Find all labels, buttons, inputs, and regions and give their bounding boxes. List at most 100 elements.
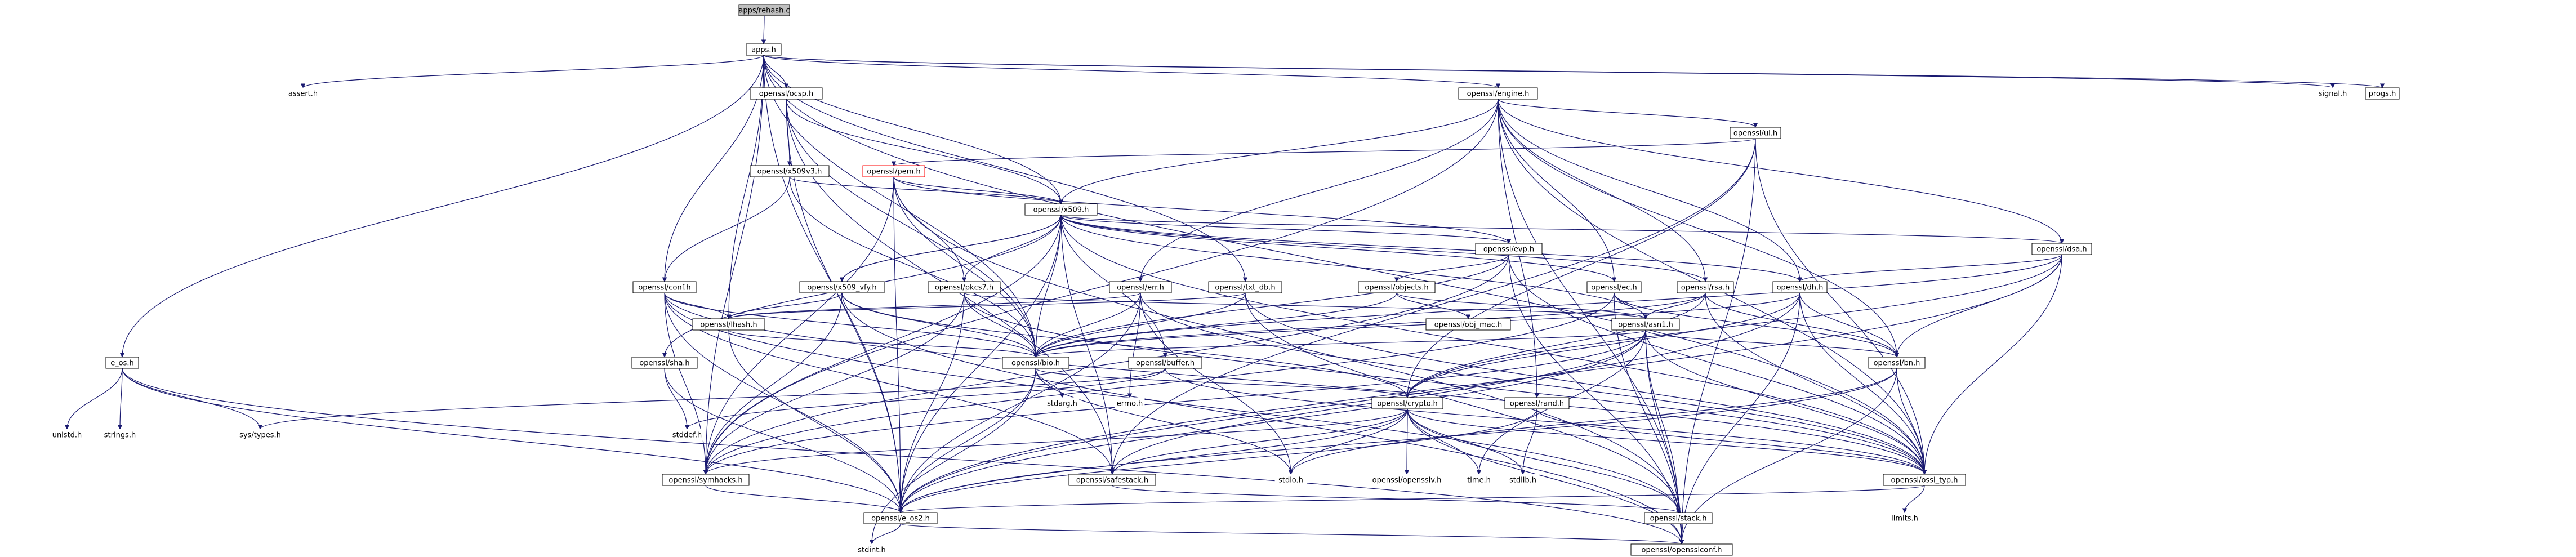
node-stdint: stdint.h	[855, 543, 888, 556]
node-ui-box	[1730, 127, 1781, 139]
node-evp[interactable]: openssl/evp.h	[1475, 243, 1543, 255]
edge-rand-to-stdlib	[1520, 408, 1537, 475]
node-conf[interactable]: openssl/conf.h	[632, 281, 697, 293]
node-err[interactable]: openssl/err.h	[1109, 281, 1172, 293]
node-x509-box	[1024, 203, 1098, 216]
edge-engine-to-opensslconf	[1498, 99, 1684, 545]
node-ocsp-box	[750, 87, 823, 100]
node-errno-label: errno.h	[1117, 400, 1143, 408]
edge-pkcs7-to-asn1	[964, 292, 1648, 319]
edges-layer	[64, 15, 2385, 545]
node-eos[interactable]: e_os.h	[105, 357, 139, 369]
node-x509v3[interactable]: openssl/x509v3.h	[750, 165, 830, 177]
edge-pkcs7-to-symhacks	[703, 292, 965, 475]
node-stack[interactable]: openssl/stack.h	[1644, 512, 1713, 524]
edge-crypto-to-time	[1407, 408, 1482, 475]
node-evp-label: openssl/evp.h	[1483, 246, 1534, 254]
node-ossltyp[interactable]: openssl/ossl_typ.h	[1883, 474, 1966, 486]
node-progs[interactable]: progs.h	[2365, 87, 2400, 100]
node-symhacks-box	[662, 474, 750, 486]
node-dsa[interactable]: openssl/dsa.h	[2031, 243, 2092, 255]
node-asn1-box	[1611, 318, 1680, 331]
node-sha[interactable]: openssl/sha.h	[631, 357, 698, 369]
node-strings: strings.h	[101, 429, 139, 441]
node-x509v3-label: openssl/x509v3.h	[757, 168, 822, 176]
node-asn1-label: openssl/asn1.h	[1618, 321, 1673, 329]
node-ocsp[interactable]: openssl/ocsp.h	[750, 87, 823, 100]
node-signal-box	[2315, 87, 2350, 100]
edge-apps-to-x509	[763, 55, 1064, 204]
node-ec-box	[1586, 281, 1642, 293]
edge-rsa-to-bn	[1705, 292, 1900, 358]
node-asn1[interactable]: openssl/asn1.h	[1611, 318, 1680, 331]
node-objmac-label: openssl/obj_mac.h	[1434, 321, 1502, 329]
node-stddef-label: stddef.h	[672, 431, 702, 440]
node-ec[interactable]: openssl/ec.h	[1586, 281, 1642, 293]
node-root[interactable]: apps/rehash.c	[738, 4, 790, 16]
node-systypes: sys/types.h	[236, 429, 284, 441]
node-assert: assert.h	[286, 87, 320, 100]
node-ossltyp-box	[1883, 474, 1966, 486]
node-safestack[interactable]: openssl/safestack.h	[1068, 474, 1156, 486]
node-buffer[interactable]: openssl/buffer.h	[1128, 357, 1202, 369]
node-eossl[interactable]: openssl/e_os2.h	[863, 512, 938, 524]
node-rsa[interactable]: openssl/rsa.h	[1677, 281, 1734, 293]
edge-x509vfy-to-crypto	[841, 292, 1410, 398]
node-apps[interactable]: apps.h	[746, 43, 782, 56]
edge-apps-to-progs	[763, 55, 2385, 88]
node-ec-label: openssl/ec.h	[1591, 284, 1637, 292]
node-crypto[interactable]: openssl/crypto.h	[1371, 397, 1443, 409]
node-pkcs7-label: openssl/pkcs7.h	[935, 284, 993, 292]
edge-rsa-to-bio	[1033, 292, 1706, 358]
edge-rand-to-eossl	[898, 408, 1537, 513]
node-pem[interactable]: openssl/pem.h	[862, 165, 925, 177]
node-txtdb-box	[1208, 281, 1282, 293]
edge-apps-to-eos	[119, 55, 764, 358]
node-lhash[interactable]: openssl/lhash.h	[692, 318, 765, 331]
node-systypes-box	[236, 429, 284, 441]
node-symhacks[interactable]: openssl/symhacks.h	[662, 474, 750, 486]
node-objmac[interactable]: openssl/obj_mac.h	[1425, 318, 1511, 331]
node-ui[interactable]: openssl/ui.h	[1730, 127, 1781, 139]
edge-ec-to-symhacks	[703, 292, 1615, 475]
node-bn[interactable]: openssl/bn.h	[1868, 357, 1926, 369]
node-txtdb[interactable]: openssl/txt_db.h	[1208, 281, 1282, 293]
edge-apps-to-conf	[662, 55, 764, 282]
node-bn-label: openssl/bn.h	[1874, 359, 1920, 368]
node-symhacks-label: openssl/symhacks.h	[668, 476, 742, 485]
edge-ossltyp-to-limits	[1902, 485, 1925, 513]
edge-ec-to-bn	[1614, 292, 1900, 358]
edge-pkcs7-to-eossl	[898, 292, 965, 513]
node-dh[interactable]: openssl/dh.h	[1772, 281, 1828, 293]
node-x509[interactable]: openssl/x509.h	[1024, 203, 1098, 216]
node-opensslv-box	[1367, 474, 1447, 486]
node-objects[interactable]: openssl/objects.h	[1358, 281, 1436, 293]
node-x509-label: openssl/x509.h	[1033, 206, 1089, 215]
node-limits: limits.h	[1888, 512, 1921, 524]
node-eossl-label: openssl/e_os2.h	[871, 515, 930, 523]
edge-lhash-to-bio	[728, 329, 1039, 358]
edge-txtdb-to-lhash	[727, 292, 1246, 319]
nodes-layer: apps/rehash.c apps.h assert.h signal.h progs…	[50, 4, 2400, 556]
edge-eos-to-systypes	[122, 368, 263, 430]
node-engine[interactable]: openssl/engine.h	[1458, 87, 1538, 100]
node-time-label: time.h	[1467, 476, 1491, 485]
edge-crypto-to-ossltyp	[1407, 408, 1927, 475]
node-signal-label: signal.h	[2319, 90, 2347, 99]
edge-lhash-to-eossl	[728, 329, 903, 513]
edge-ui-to-crypto	[1405, 138, 1756, 398]
edge-x509-to-pkcs7	[961, 215, 1062, 282]
node-bio[interactable]: openssl/bio.h	[1002, 357, 1069, 369]
node-opensslconf[interactable]: openssl/opensslconf.h	[1630, 543, 1733, 556]
edge-x509-to-rsa	[1060, 215, 1708, 282]
node-rand[interactable]: openssl/rand.h	[1504, 397, 1570, 409]
edge-x509vfy-to-opensslconf	[841, 292, 1684, 545]
node-pkcs7[interactable]: openssl/pkcs7.h	[928, 281, 1001, 293]
node-root-box	[738, 4, 790, 16]
node-eos-box	[105, 357, 139, 369]
node-pem-label: openssl/pem.h	[867, 168, 920, 176]
node-x509vfy[interactable]: openssl/x509_vfy.h	[799, 281, 885, 293]
node-stdarg-box	[1045, 397, 1080, 409]
edge-conf-to-ossltyp	[664, 292, 1927, 475]
